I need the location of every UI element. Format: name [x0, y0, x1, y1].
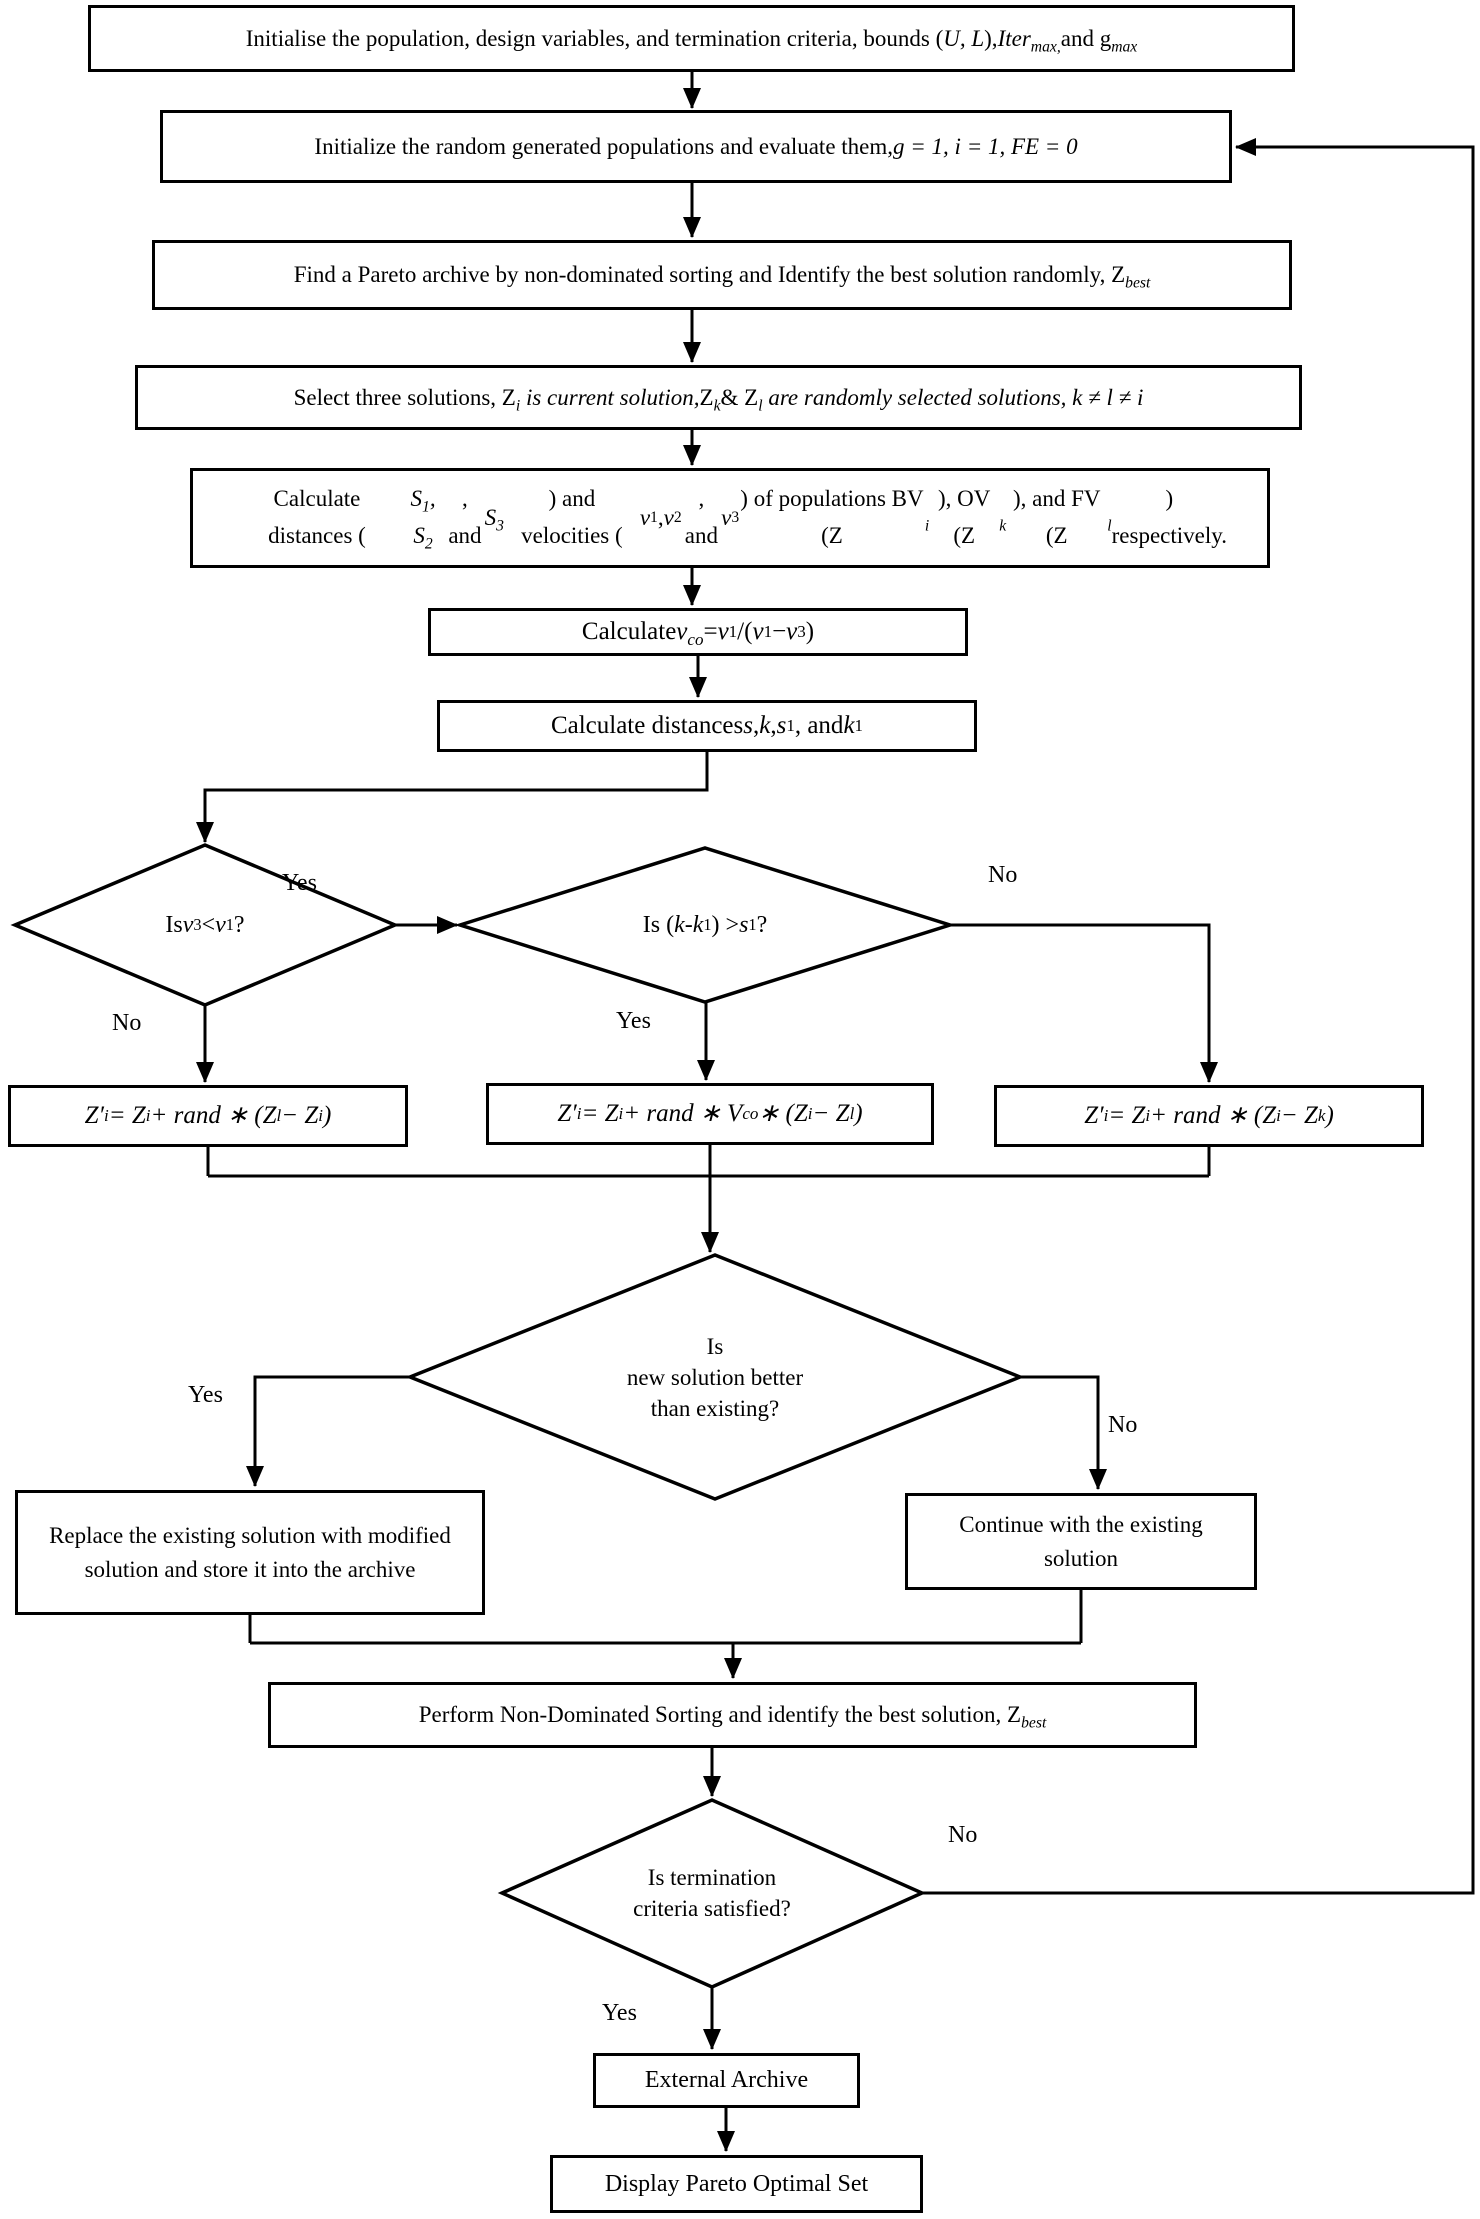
process-pareto-archive: Find a Pareto archive by non-dominated s…: [152, 240, 1292, 310]
process-replace-solution: Replace the existing solution with modif…: [15, 1490, 485, 1615]
edge-label-v3v1-yes: Yes: [282, 870, 317, 896]
edge-label-kk1-no: No: [988, 862, 1018, 888]
process-continue-solution: Continue with the existing solution: [905, 1493, 1257, 1590]
edge-label-termination-no: No: [948, 1822, 978, 1848]
process-init-population: Initialise the population, design variab…: [88, 5, 1295, 72]
process-calc-distances-velocities: Calculate distances (S1, S2, and S3) and…: [190, 468, 1270, 568]
edge-label-termination-yes: Yes: [602, 2000, 637, 2026]
edge-label-kk1-yes: Yes: [616, 1008, 651, 1034]
process-init-random-populations: Initialize the random generated populati…: [160, 110, 1232, 183]
edge-label-better-no: No: [1108, 1412, 1138, 1438]
process-non-dominated-sorting: Perform Non-Dominated Sorting and identi…: [268, 1682, 1197, 1748]
decision-diamond-termination: [497, 1798, 927, 1989]
decision-diamond-new-solution-better: [405, 1253, 1025, 1501]
flow-arrows: [196, 72, 1475, 2152]
decision-diamond-v3-v1: [10, 843, 400, 1007]
decision-diamond-kk1-s1: [454, 846, 956, 1004]
process-external-archive: External Archive: [593, 2053, 860, 2108]
edge-label-v3v1-no: No: [112, 1010, 142, 1036]
process-display-pareto-set: Display Pareto Optimal Set: [550, 2155, 923, 2213]
edge-label-better-yes: Yes: [188, 1382, 223, 1408]
